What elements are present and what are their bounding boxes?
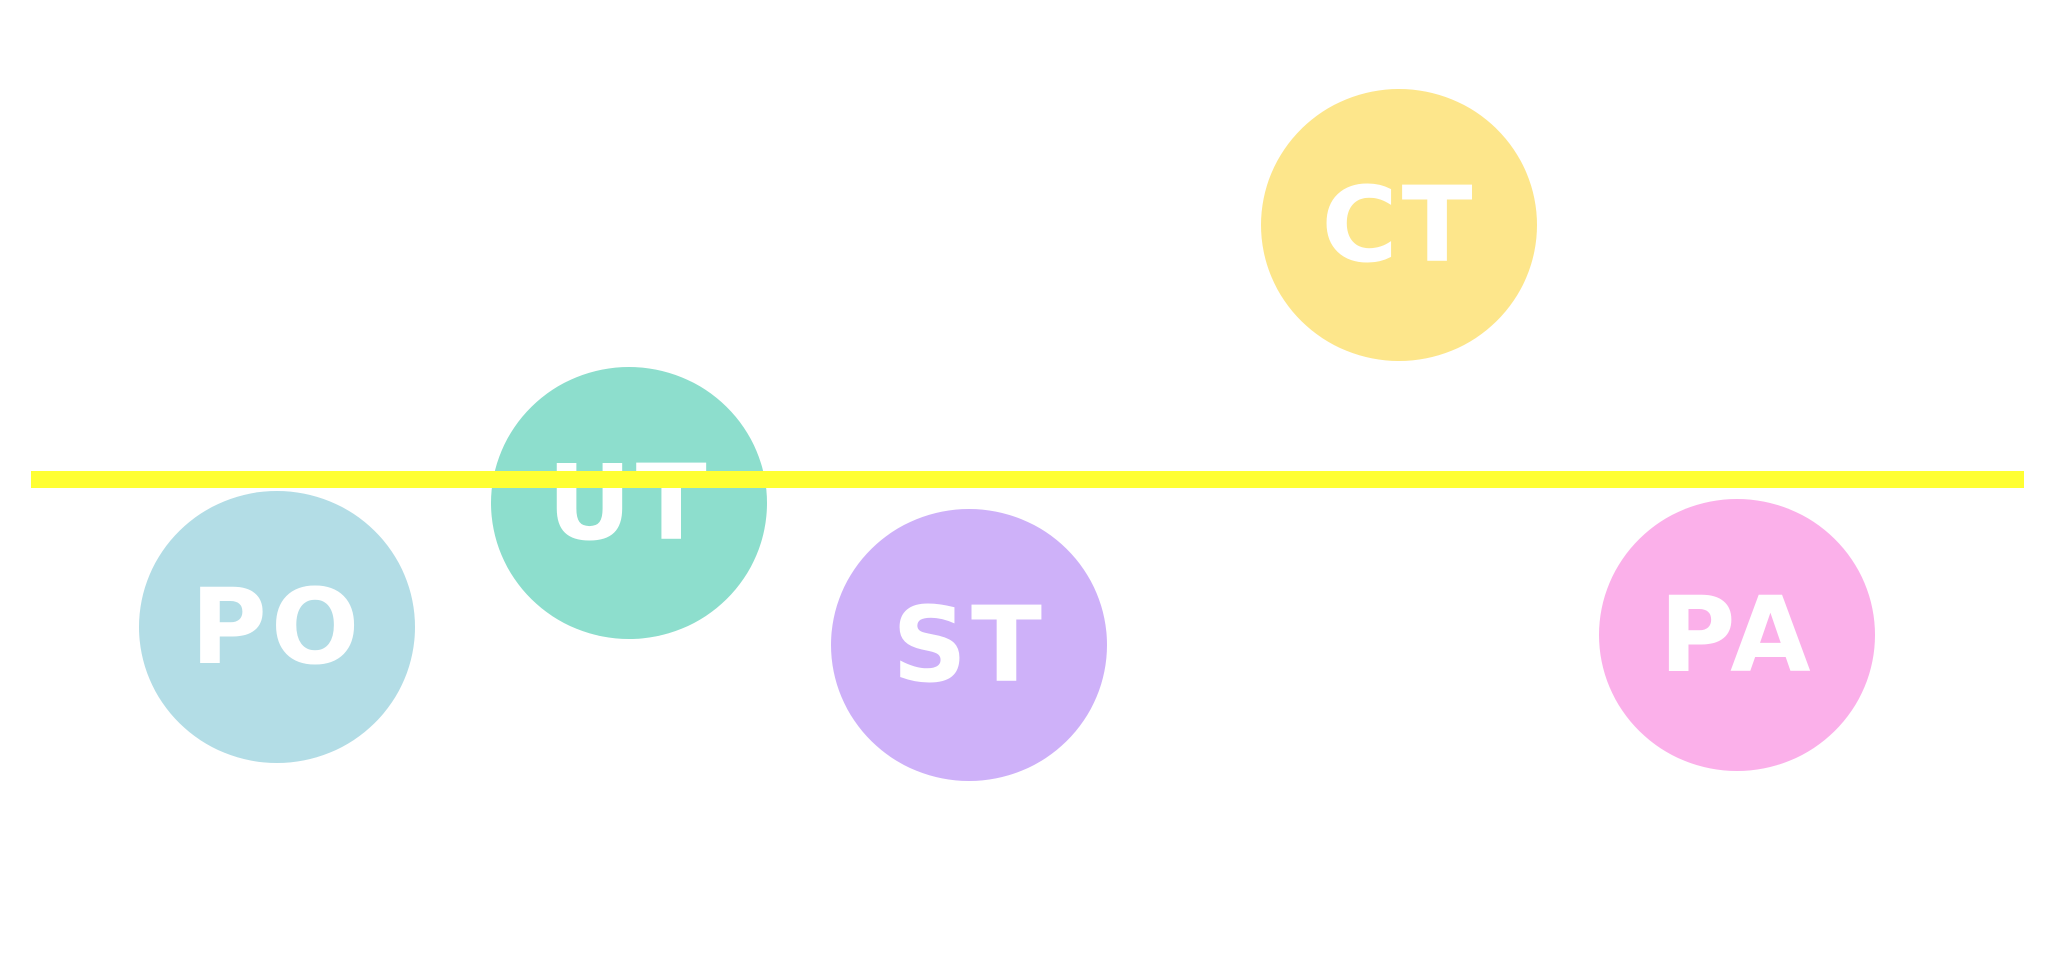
bubble-label-pa: PA (1659, 574, 1815, 696)
bubble-ct: CT (1261, 89, 1537, 361)
bubble-st: ST (831, 509, 1107, 781)
bubble-ut: UT (491, 367, 767, 639)
bubble-label-po: PO (190, 566, 364, 688)
bubble-label-st: ST (892, 584, 1046, 706)
bubble-label-ut: UT (547, 442, 711, 564)
bubble-label-ct: CT (1321, 164, 1477, 286)
threshold-line (31, 471, 2024, 488)
bubble-po: PO (139, 491, 415, 763)
bubble-pa: PA (1599, 499, 1875, 771)
